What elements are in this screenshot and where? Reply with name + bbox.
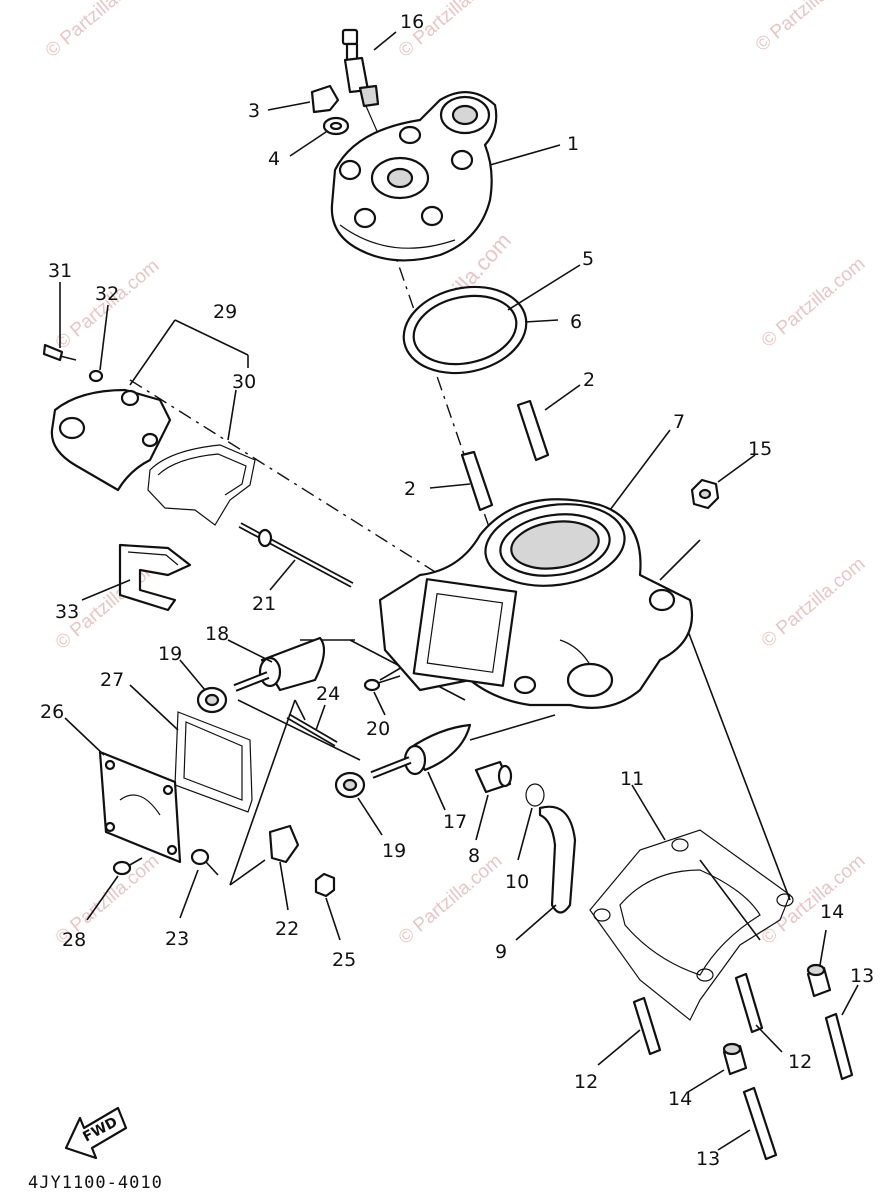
callout-13: 13 xyxy=(850,965,874,987)
bushing-upper xyxy=(196,686,228,714)
callout-28: 28 xyxy=(62,929,86,951)
plug-8 xyxy=(474,760,513,794)
callout-23: 23 xyxy=(165,928,189,950)
callout-27: 27 xyxy=(100,669,124,691)
spark-plug xyxy=(341,28,395,171)
callout-13: 13 xyxy=(696,1148,720,1170)
watermark: © Partzilla.com xyxy=(758,850,870,948)
o-rings xyxy=(402,285,528,375)
exhaust-valve-left xyxy=(233,636,326,692)
callout-31: 31 xyxy=(48,260,72,282)
valve-shaft xyxy=(238,522,354,588)
screw-20 xyxy=(363,675,401,692)
nut-14-lower xyxy=(722,1042,748,1076)
callout-10: 10 xyxy=(505,871,529,893)
exhaust-valve-right xyxy=(370,723,472,779)
nut-14-upper xyxy=(806,963,832,998)
bolt-23 xyxy=(190,848,219,876)
studs-upper xyxy=(460,399,550,512)
watermark: © Partzilla.com xyxy=(752,0,864,56)
nut-25 xyxy=(314,872,336,898)
callout-14: 14 xyxy=(820,901,844,923)
cap-nut xyxy=(310,84,350,136)
callout-14: 14 xyxy=(668,1088,692,1110)
callout-17: 17 xyxy=(443,811,467,833)
watermark: © Partzilla.com xyxy=(42,0,154,62)
callout-labels: 1 2 2 3 4 5 6 7 8 9 10 11 12 12 13 13 14… xyxy=(40,11,874,1170)
callout-12: 12 xyxy=(788,1051,812,1073)
callout-24: 24 xyxy=(316,683,340,705)
nut-15 xyxy=(690,478,720,510)
callout-9: 9 xyxy=(495,941,507,963)
callout-2: 2 xyxy=(583,369,595,391)
bracket-22 xyxy=(268,824,300,864)
cylinder-head xyxy=(330,91,498,262)
callout-18: 18 xyxy=(205,623,229,645)
base-gasket xyxy=(589,829,794,1021)
callout-leaders xyxy=(59,31,859,1151)
fwd-arrow-icon: FWD xyxy=(64,1106,128,1160)
hose-9 xyxy=(538,805,577,914)
studs-lower xyxy=(632,972,854,1161)
diagram-code: 4JY1100-4010 xyxy=(28,1173,163,1193)
callout-22: 22 xyxy=(275,918,299,940)
callout-19: 19 xyxy=(158,643,182,665)
exhaust-cover xyxy=(42,343,172,492)
watermark: © Partzilla.com xyxy=(758,253,870,351)
callout-6: 6 xyxy=(570,311,582,333)
callout-3: 3 xyxy=(248,100,260,122)
callout-1: 1 xyxy=(567,133,579,155)
valve-seal xyxy=(118,543,192,612)
cylinder xyxy=(378,498,694,709)
callout-5: 5 xyxy=(582,248,594,270)
callout-30: 30 xyxy=(232,371,256,393)
bushing-lower xyxy=(334,771,366,799)
callout-7: 7 xyxy=(673,411,685,433)
cover-gasket-27 xyxy=(174,711,253,813)
callout-26: 26 xyxy=(40,701,64,723)
callout-11: 11 xyxy=(620,768,644,790)
watermark: © Partzilla.com xyxy=(395,850,507,948)
pin-24 xyxy=(286,713,338,747)
callout-2: 2 xyxy=(404,478,416,500)
cover-gasket xyxy=(147,444,256,526)
callout-19: 19 xyxy=(382,840,406,862)
callout-33: 33 xyxy=(55,601,79,623)
callout-21: 21 xyxy=(252,593,276,615)
valve-cover-26 xyxy=(98,750,182,864)
callout-4: 4 xyxy=(268,148,280,170)
watermark: © Partzilla.com xyxy=(758,553,870,651)
callout-8: 8 xyxy=(468,845,480,867)
callout-15: 15 xyxy=(748,438,772,460)
bolt-28 xyxy=(112,857,143,876)
clip-10 xyxy=(525,783,545,807)
callout-12: 12 xyxy=(574,1071,598,1093)
callout-29: 29 xyxy=(213,301,237,323)
callout-32: 32 xyxy=(95,283,119,305)
callout-16: 16 xyxy=(400,11,424,33)
callout-25: 25 xyxy=(332,949,356,971)
callout-20: 20 xyxy=(366,718,390,740)
